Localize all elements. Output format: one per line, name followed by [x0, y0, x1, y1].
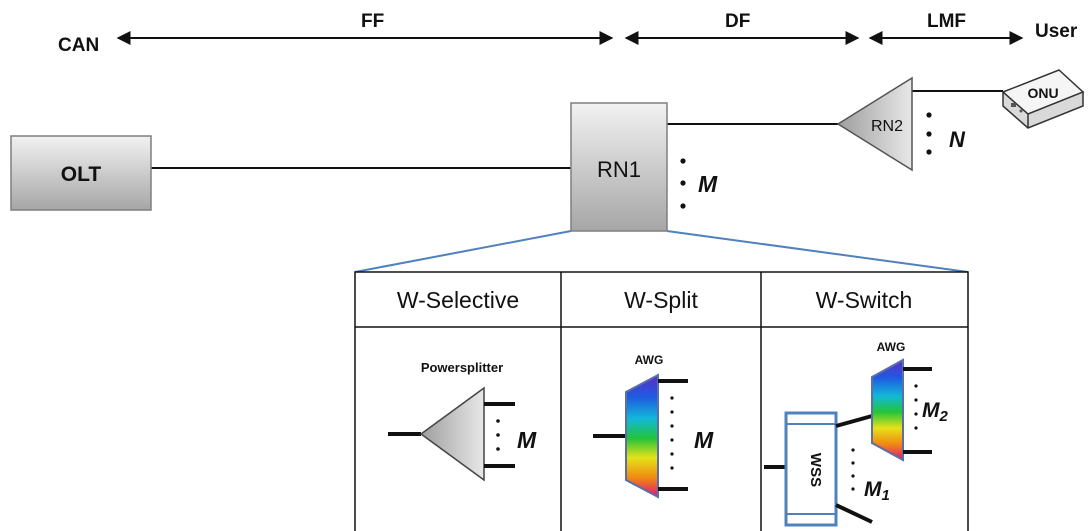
- rn1-ports-dots: [680, 158, 686, 209]
- column-header-w-switch: W-Switch: [816, 287, 913, 313]
- column-header-w-split: W-Split: [624, 287, 698, 313]
- onu-device[interactable]: ONU: [1001, 69, 1085, 129]
- label-can: CAN: [58, 35, 99, 56]
- olt-label: OLT: [61, 163, 102, 186]
- awg-icon: [593, 373, 688, 499]
- awg-label-switch: AWG: [877, 340, 906, 354]
- onu-label: ONU: [1027, 85, 1058, 101]
- zoom-line-right: [666, 230, 969, 273]
- label-df: DF: [725, 11, 750, 32]
- label-ff: FF: [361, 11, 384, 32]
- rn2-port-count: N: [949, 127, 966, 152]
- w-selective-port-count: M: [517, 427, 537, 453]
- zoom-line-left: [354, 230, 572, 273]
- power-splitter-icon: [388, 386, 515, 482]
- power-splitter-label: Powersplitter: [421, 360, 503, 375]
- rn1-node[interactable]: RN1: [570, 102, 668, 232]
- svg-text:M1: M1: [864, 478, 890, 504]
- port-m1-main: M: [864, 478, 882, 501]
- port-m1-sub: 1: [882, 487, 890, 504]
- wss-label: WSS: [807, 453, 824, 487]
- port-m2-main: M: [922, 399, 940, 422]
- label-lmf: LMF: [927, 11, 966, 32]
- awg-label-split: AWG: [635, 353, 664, 367]
- rn1-port-count: M: [698, 171, 718, 197]
- label-user: User: [1035, 21, 1078, 42]
- rn2-ports-dots: [926, 112, 932, 155]
- awg-icon-switch: [871, 358, 932, 462]
- port-m2-sub: 2: [939, 408, 949, 425]
- w-switch-port-count-top: M2: [922, 399, 949, 425]
- column-header-w-selective: W-Selective: [397, 287, 519, 313]
- olt-node[interactable]: OLT: [10, 135, 152, 211]
- rn2-node[interactable]: RN2: [836, 76, 913, 172]
- rn2-label: RN2: [871, 118, 903, 135]
- w-switch-port-count-bottom: M1: [864, 478, 890, 504]
- wss-icon: [764, 411, 873, 527]
- rn1-label: RN1: [597, 157, 641, 182]
- w-split-port-count: M: [694, 427, 714, 453]
- svg-text:M2: M2: [922, 399, 949, 425]
